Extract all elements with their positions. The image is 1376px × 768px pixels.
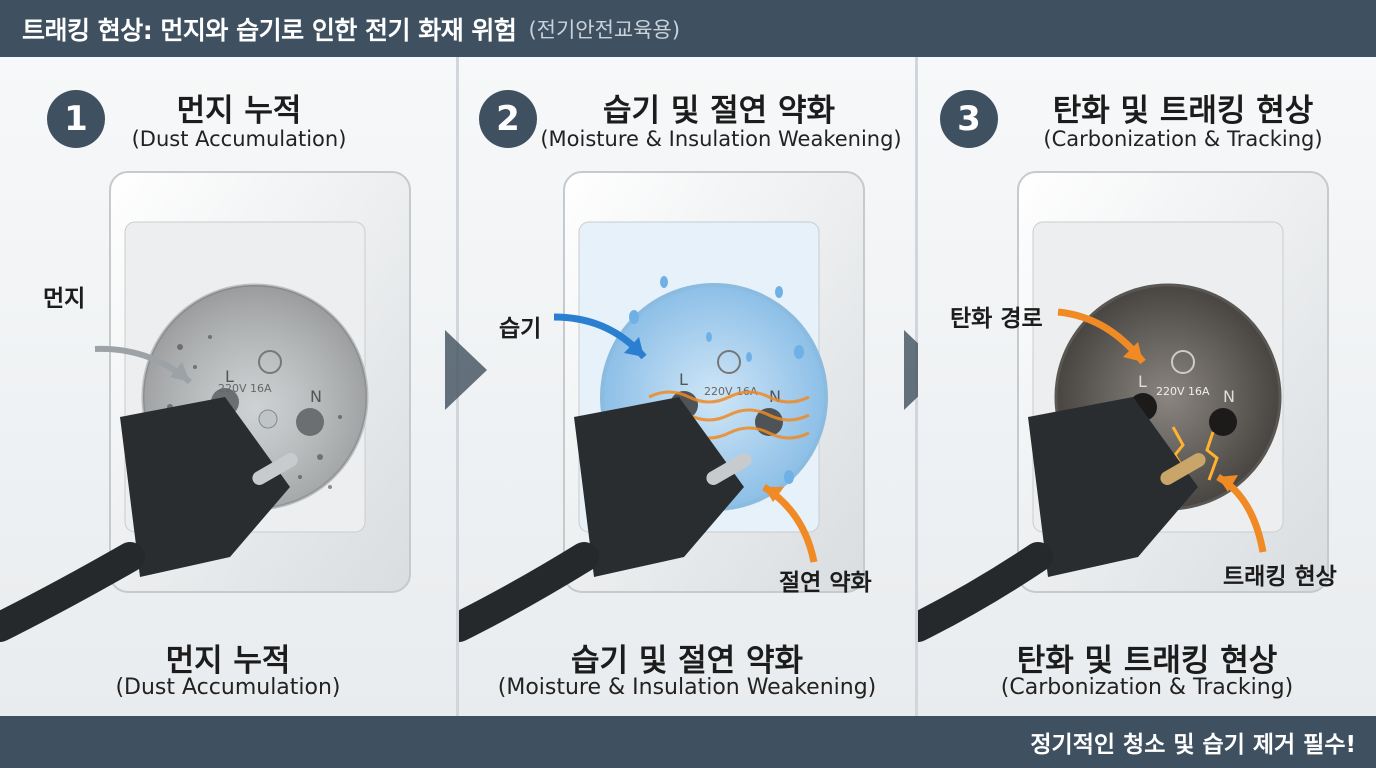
panel-title-en: (Carbonization & Tracking)	[1043, 127, 1323, 151]
step-badge-2: 2	[479, 90, 537, 148]
panel-caption-ko: 습기 및 절연 약화	[570, 643, 804, 679]
socket-illustration-moisture: L N 220V 16A	[459, 171, 865, 642]
socket-mark-neutral: N	[310, 387, 322, 406]
panel-caption-ko: 먼지 누적	[165, 643, 291, 679]
callout-dust: 먼지	[43, 286, 86, 312]
callout-insulation: 절연 약화	[779, 570, 872, 596]
callout-carbon-path: 탄화 경로	[950, 306, 1043, 332]
callout-moisture: 습기	[499, 316, 542, 342]
callout-tracking: 트래킹 현상	[1223, 564, 1337, 590]
socket-mark-live: L	[225, 367, 234, 386]
panel-title-en: (Moisture & Insulation Weakening)	[540, 127, 902, 151]
panel-title-en: (Dust Accumulation)	[131, 127, 347, 151]
panel-dust: 1 먼지 누적 (Dust Accumulation) L N	[0, 57, 456, 716]
socket-illustration-dust: L N 220V 16A	[0, 171, 411, 642]
panel-caption-en: (Moisture & Insulation Weakening)	[497, 675, 877, 700]
socket-illustration-tracking: L N 220V 16A	[918, 171, 1329, 642]
plug-body	[574, 397, 744, 577]
plug-body	[1028, 397, 1198, 577]
certification-icon	[717, 350, 741, 374]
page-title: 트래킹 현상: 먼지와 습기로 인한 전기 화재 위험	[22, 15, 517, 45]
panel-title-ko: 먼지 누적	[176, 93, 302, 129]
panel-title-ko: 습기 및 절연 약화	[602, 93, 836, 129]
socket-rating: 220V 16A	[1156, 385, 1210, 398]
footer-bar: 정기적인 청소 및 습기 제거 필수!	[0, 716, 1376, 768]
panel-caption-ko: 탄화 및 트래킹 현상	[1016, 643, 1278, 679]
socket-mark-neutral: N	[769, 387, 781, 406]
panel-moisture: 2 습기 및 절연 약화 (Moisture & Insulation Weak…	[459, 57, 915, 716]
socket-mark-live: L	[679, 370, 688, 389]
plug-cable	[0, 542, 145, 642]
chevron-right-icon	[445, 330, 487, 410]
footer-message: 정기적인 청소 및 습기 제거 필수!	[1030, 732, 1356, 758]
socket-mark-live: L	[1138, 372, 1147, 391]
water-drops	[629, 276, 804, 484]
certification-icon	[1171, 350, 1195, 374]
plug-cable	[918, 542, 1053, 642]
step-badge-3: 3	[940, 90, 998, 148]
socket-rating: 220V 16A	[218, 382, 272, 395]
panel-title-ko: 탄화 및 트래킹 현상	[1052, 93, 1314, 129]
certification-icon	[258, 350, 282, 374]
panel-caption-en: (Dust Accumulation)	[115, 675, 341, 700]
panel-tracking: 3 탄화 및 트래킹 현상 (Carbonization & Tracking)…	[918, 57, 1376, 716]
page-subtitle: (전기안전교육용)	[528, 17, 681, 42]
step-badge-1: 1	[47, 90, 105, 148]
plug-cable	[459, 542, 599, 642]
panel-caption-en: (Carbonization & Tracking)	[1000, 675, 1294, 700]
socket-mark-neutral: N	[1223, 387, 1235, 406]
plug-body	[120, 397, 290, 577]
header-bar: 트래킹 현상: 먼지와 습기로 인한 전기 화재 위험 (전기안전교육용)	[0, 0, 1376, 57]
socket-rating: 220V 16A	[704, 385, 758, 398]
